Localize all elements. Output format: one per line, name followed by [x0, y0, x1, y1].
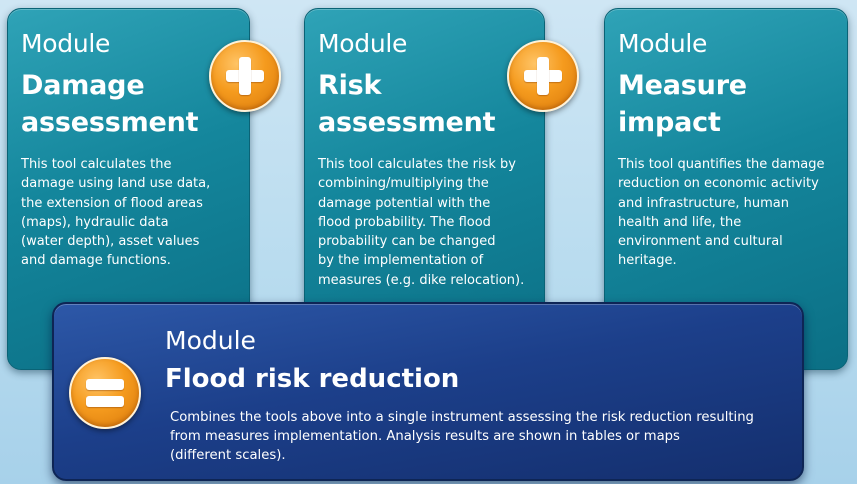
- module-label: Module: [618, 29, 708, 58]
- module-label: Module: [165, 326, 256, 355]
- module-title-line2: assessment: [21, 107, 199, 138]
- module-title-line1: Damage: [21, 70, 145, 101]
- module-description: This tool calculates the damage using la…: [21, 155, 210, 271]
- desc-line: health and life, the: [618, 214, 742, 230]
- desc-line: This tool calculates the: [21, 157, 172, 172]
- module-title-line2: impact: [618, 107, 721, 138]
- desc-line: by the implementation of: [318, 253, 484, 269]
- module-title: Damage assessment: [21, 67, 199, 141]
- equals-icon-top-bar: [86, 379, 124, 390]
- desc-line: reduction on economic activity: [618, 176, 819, 192]
- plus-icon: [209, 40, 281, 112]
- equals-icon-bottom-bar: [86, 396, 124, 407]
- desc-line: (water depth), asset values: [21, 234, 200, 250]
- desc-line: from measures implementation. Analysis r…: [170, 429, 680, 444]
- desc-line: heritage.: [618, 253, 677, 269]
- desc-line: This tool calculates the risk by: [318, 157, 516, 172]
- module-description: Combines the tools above into a single i…: [170, 408, 790, 465]
- module-title-line1: Measure: [618, 70, 747, 101]
- plus-icon-vertical: [239, 57, 251, 95]
- desc-line: damage potential with the: [318, 195, 491, 211]
- desc-line: flood probability. The flood: [318, 214, 491, 230]
- desc-line: This tool quantifies the damage: [618, 157, 825, 172]
- desc-line: the extension of flood areas: [21, 195, 203, 211]
- module-title: Measure impact: [618, 67, 747, 141]
- module-description: This tool calculates the risk by combini…: [318, 155, 524, 290]
- desc-line: (maps), hydraulic data: [21, 214, 169, 230]
- module-label: Module: [21, 29, 111, 58]
- desc-line: probability can be changed: [318, 234, 496, 250]
- module-label: Module: [318, 29, 408, 58]
- plus-icon: [507, 40, 579, 112]
- desc-line: Combines the tools above into a single i…: [170, 410, 754, 425]
- desc-line: measures (e.g. dike relocation).: [318, 272, 525, 288]
- module-title-line2: assessment: [318, 107, 496, 138]
- desc-line: and infrastructure, human: [618, 195, 789, 211]
- module-card-flood-risk-reduction: Module Flood risk reduction Combines the…: [52, 302, 804, 481]
- desc-line: combining/multiplying the: [318, 176, 489, 192]
- desc-line: environment and cultural: [618, 234, 783, 250]
- module-title-line1: Risk: [318, 70, 382, 101]
- module-description: This tool quantifies the damage reductio…: [618, 155, 825, 271]
- module-title: Flood risk reduction: [165, 364, 460, 394]
- desc-line: damage using land use data,: [21, 176, 211, 192]
- plus-icon-vertical: [537, 57, 549, 95]
- module-title: Risk assessment: [318, 67, 496, 141]
- equals-icon: [69, 357, 141, 429]
- desc-line: and damage functions.: [21, 253, 171, 269]
- desc-line: (different scales).: [170, 448, 286, 463]
